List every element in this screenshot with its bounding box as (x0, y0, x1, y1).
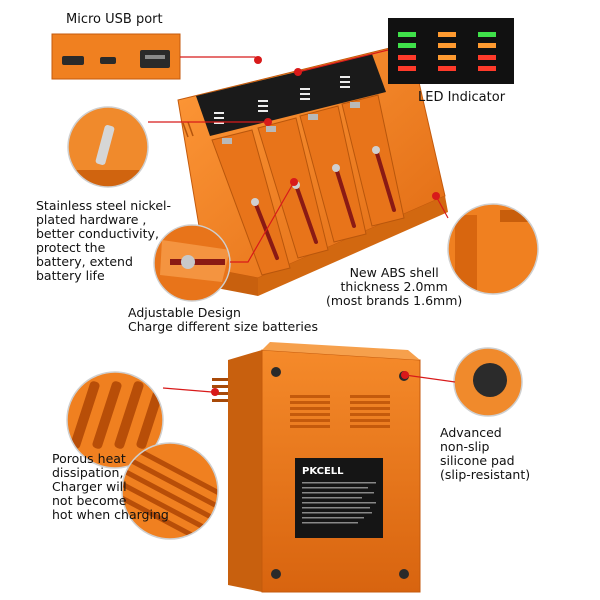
callout-dots (211, 56, 440, 396)
callout-led: LED Indicator (418, 90, 506, 105)
brand-logo-bottom: PKCELL (302, 466, 344, 477)
heat-back-inset (121, 442, 219, 540)
led-bars-on-panel (214, 76, 350, 124)
led-panel (196, 54, 386, 136)
bottom-charger: PKCELL (212, 342, 421, 593)
pad-inset (453, 347, 523, 417)
spring-sliders (253, 148, 396, 260)
adjustable-inset (153, 224, 231, 302)
callout-hardware: Stainless steel nickel- plated hardware … (36, 198, 172, 283)
usb-inset (51, 33, 181, 80)
callout-abs: New ABS shell thickness 2.0mm (most bran… (326, 265, 463, 308)
top-charger: PKCELL (177, 42, 448, 296)
hardware-inset (67, 106, 149, 188)
callout-adjust: Adjustable Design Charge different size … (128, 305, 319, 334)
callout-pad: Advanced non-slip silicone pad (slip-res… (440, 425, 531, 482)
callout-heat: Porous heat dissipation, Charger will no… (52, 451, 169, 522)
callout-usb: Micro USB port (66, 12, 163, 27)
led-inset (388, 18, 514, 84)
